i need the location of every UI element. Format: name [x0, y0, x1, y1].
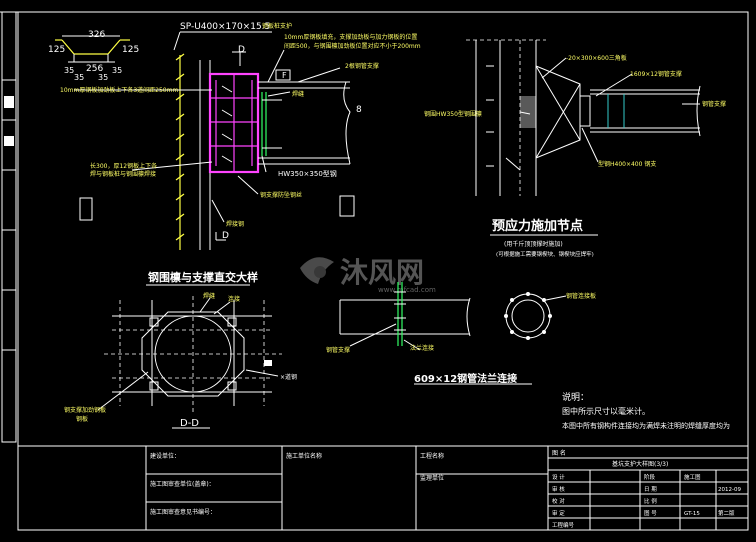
sheet-frame: [0, 11, 749, 531]
dim-256: 256: [86, 64, 103, 74]
label-weld: 焊缝: [292, 90, 304, 98]
section-mark-D-bottom: D: [222, 231, 229, 241]
flange-label-connect: 法兰连接: [410, 344, 434, 352]
subtitle-prestress-1: (用千斤顶顶撑时施加): [504, 240, 563, 248]
dim-35-b: 35: [112, 66, 122, 75]
tb-check: 审 核: [552, 485, 565, 493]
tb-stage-value: 施工图: [684, 473, 701, 481]
waling-strut-frame: [74, 51, 355, 250]
tb-supervision: 监理单位: [420, 474, 444, 482]
tb-drawing-name: 基坑支护大样图(3/3): [612, 460, 668, 468]
dd-section-title: D-D: [180, 418, 199, 429]
flange-label-pipe: 钢管支撑: [326, 346, 350, 354]
dim-35-d: 35: [98, 73, 108, 82]
tb-scale-label: 比 例: [644, 497, 657, 505]
note-pipe-1609: 1609×12钢管支撑: [630, 70, 682, 78]
dim-35-c: 35: [74, 73, 84, 82]
title-flange-connection: 609×12钢管法兰连接: [414, 372, 517, 385]
tb-sheet-sub: 第二版: [718, 509, 735, 517]
note-stiffener-2: 间距500，与钢围檩加劲板位置对应不小于200mm: [284, 42, 421, 50]
note-plate-1: 长300，厚12钢板上下各: [90, 162, 157, 170]
label-F: F: [282, 71, 287, 80]
note-triangle-plate: -20×300×600三角板: [566, 54, 627, 62]
title-block-grid: [18, 445, 748, 530]
dd-label-weld: 焊缝: [203, 292, 215, 300]
tb-date-label: 日 期: [644, 486, 657, 493]
label-pipe-strut: 2根钢管支撑: [345, 62, 379, 70]
label-hw350: HW350×350型钢: [278, 169, 337, 178]
sheet-pile-wall: [175, 53, 185, 250]
tb-project: 工程名称: [420, 452, 444, 460]
sheet-pile-profile: [55, 35, 130, 63]
profile-note: 钢板桩支护: [262, 22, 292, 30]
notes-line-2: 本图中所有钢构件连接均为满焊未注明的焊缝厚度均为: [562, 421, 730, 430]
dd-label-plate: 钢板: [76, 415, 88, 423]
dim-326: 326: [88, 30, 105, 40]
dd-label-connect: 连接: [228, 295, 240, 303]
dim-125-left: 125: [48, 45, 65, 55]
note-left-stiffener: 10mm厚钢板加劲板上下各3道间距250mm: [60, 86, 178, 94]
note-plate-2: 焊与钢板桩与钢围檩焊接: [90, 170, 156, 178]
tb-design: 设 计: [552, 473, 565, 481]
dim-35-a: 35: [64, 66, 74, 75]
tb-sheet-value: GT-15: [684, 511, 700, 517]
tb-builder: 施工图审查单位(盖章)：: [150, 480, 215, 488]
tb-builder-2: 施工图审查意见书编号：: [150, 508, 216, 516]
dd-label-x: ×道钢: [280, 373, 297, 381]
tb-design-unit: 建设单位：: [150, 452, 180, 460]
subtitle-prestress-2: (可根据施工需要钢楔块、钢楔块应焊牢): [496, 250, 594, 258]
note-hw350-beam: 钢围HW350型钢围檩: [424, 110, 482, 118]
tb-drawing-name-label: 图 名: [552, 449, 566, 457]
tb-project-no: 工程编号: [552, 521, 575, 529]
label-8: 8: [356, 105, 362, 115]
notes-heading: 说明：: [562, 391, 589, 403]
label-steel-pipe: 钢管支撑: [702, 100, 726, 108]
tb-construction-unit: 施工单位名称: [286, 452, 322, 460]
label-guard-wire: 钢支撑防坠钢丝: [260, 191, 302, 199]
dd-label-stiffener: 钢支撑加劲钢板: [64, 406, 106, 414]
tb-date-value: 2012-09: [718, 487, 741, 493]
note-stiffener-1: 10mm厚钢板填充，支撑加劲板与加力钢板的位置: [284, 33, 417, 41]
tb-review: 校 对: [552, 497, 565, 505]
section-mark-D-top: D: [238, 45, 245, 55]
profile-label: SP-U400×170×15.5: [180, 22, 270, 32]
tb-stage-label: 阶段: [644, 473, 656, 481]
title-waling-detail: 钢围檩与支撑直交大样: [148, 270, 258, 284]
title-prestress-node: 预应力施加节点: [492, 218, 583, 234]
tb-sheet-label: 图 号: [644, 509, 657, 517]
label-weld-rod: 焊接钢: [226, 220, 244, 228]
watermark-brand: 沐风网: [340, 256, 424, 289]
section-DD: [97, 296, 282, 429]
tb-approve: 审 定: [552, 509, 565, 517]
prestress-node-detail: [466, 39, 701, 196]
watermark-url: www.mfcad.com: [378, 286, 436, 294]
notes-line-1: 图中所示尺寸以毫米计。: [562, 406, 650, 416]
watermark-logo: [300, 257, 334, 284]
dim-125-right: 125: [122, 45, 139, 55]
flange-label-ring: 钢管连接板: [566, 292, 596, 300]
flange-connection: [339, 282, 567, 385]
note-h400: 型钢H400×400 钢支: [598, 160, 656, 168]
